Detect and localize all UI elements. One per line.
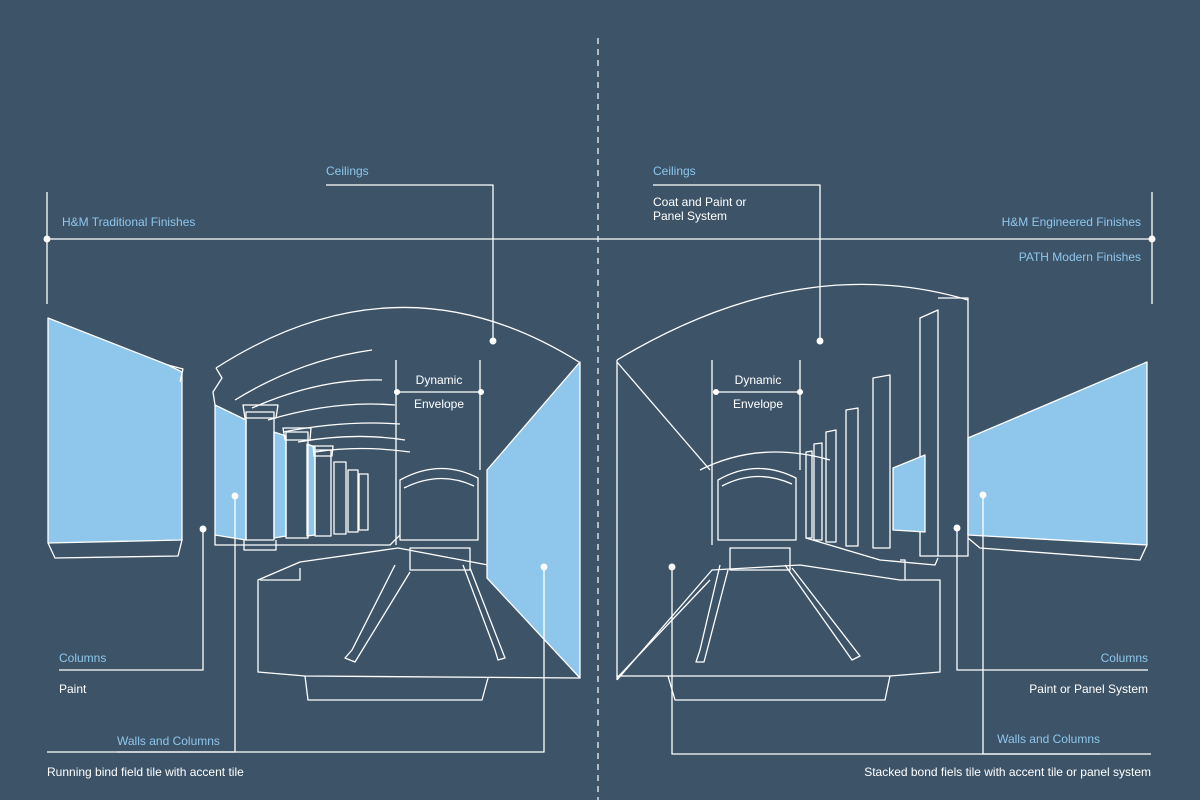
left-header-label: H&M Traditional Finishes xyxy=(62,215,196,229)
left-dynamic-label: Dynamic xyxy=(415,373,463,387)
left-ceilings-label: Ceilings xyxy=(326,164,369,178)
left-tunnel-drawing xyxy=(47,306,581,701)
right-columns-label: Columns xyxy=(1100,651,1148,665)
right-header-top-label: H&M Engineered Finishes xyxy=(1001,215,1141,229)
right-columns-value: Paint or Panel System xyxy=(1029,682,1148,696)
left-columns-label: Columns xyxy=(59,651,107,665)
right-walls-label: Walls and Columns xyxy=(997,732,1100,746)
left-envelope-label: Envelope xyxy=(413,397,465,411)
right-walls-value: Stacked bond fiels tile with accent tile… xyxy=(864,765,1151,779)
right-ceilings-value: Coat and Paint or Panel System xyxy=(653,195,747,223)
left-walls-label: Walls and Columns xyxy=(117,734,220,748)
right-tunnel-drawing xyxy=(616,283,1148,701)
left-walls-value: Running bind field tile with accent tile xyxy=(47,765,244,779)
right-dynamic-label: Dynamic xyxy=(734,373,782,387)
right-header-bottom-label: PATH Modern Finishes xyxy=(1018,250,1141,264)
right-envelope-label: Envelope xyxy=(732,397,784,411)
right-ceilings-label: Ceilings xyxy=(653,164,696,178)
left-columns-value: Paint xyxy=(59,682,87,696)
